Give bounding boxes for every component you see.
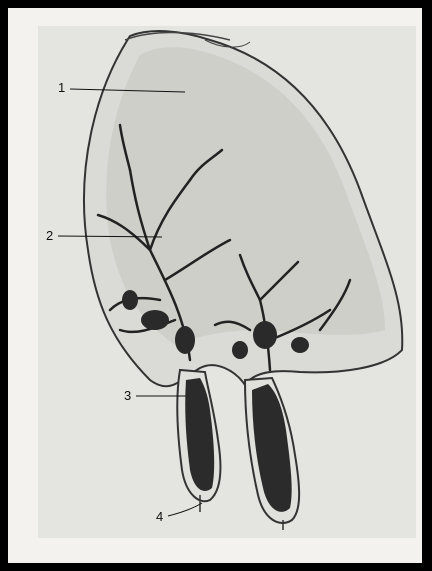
parenchyma (106, 47, 385, 345)
label-4: 4 (156, 510, 163, 523)
teat-left (177, 370, 220, 512)
label-3: 3 (124, 389, 131, 402)
teat-right (245, 378, 299, 530)
label-1: 1 (58, 81, 65, 94)
label-2: 2 (46, 229, 53, 242)
